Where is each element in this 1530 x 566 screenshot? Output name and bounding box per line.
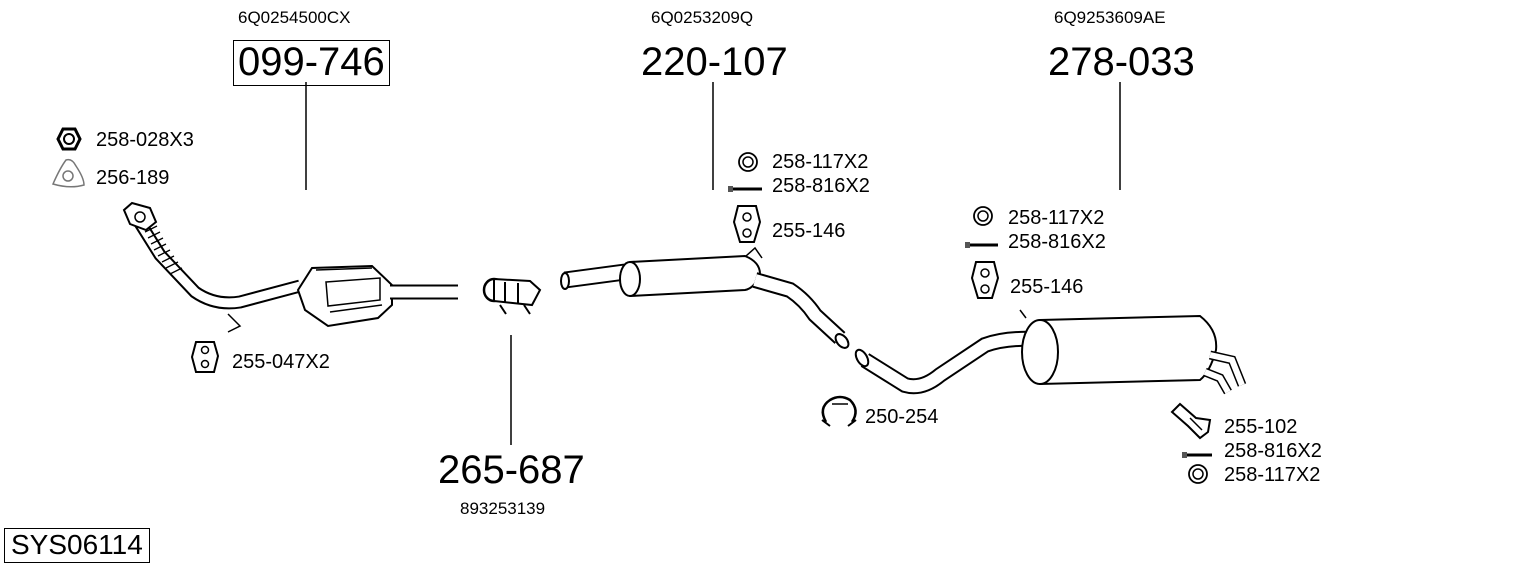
label-nut[interactable]: 258-028X3	[96, 129, 194, 151]
oem-number-220-107: 6Q0253209Q	[651, 8, 754, 27]
oem-number-265-687: 893253139	[460, 499, 546, 518]
label-bolt-mid[interactable]: 258-816X2	[772, 175, 870, 197]
label-hanger-rear[interactable]: 255-146	[1010, 276, 1084, 298]
ring-rear-icon	[973, 206, 993, 226]
pipe-connector-265-687	[482, 277, 542, 315]
label-hanger-mid[interactable]: 255-146	[772, 220, 846, 242]
bolt-tail-icon	[1182, 452, 1212, 458]
label-bracket-tail[interactable]: 255-102	[1224, 416, 1298, 438]
rubber-hanger-rear-icon	[970, 261, 1000, 299]
bolt-mid-icon	[728, 186, 762, 192]
rubber-hanger-front-icon	[190, 341, 220, 373]
part-number-220-107[interactable]: 220-107	[641, 40, 788, 84]
label-ring-tail[interactable]: 258-117X2	[1224, 464, 1321, 486]
part-number-099-746[interactable]: 099-746	[233, 40, 390, 86]
nut-icon	[56, 127, 82, 151]
system-code: SYS06114	[4, 528, 150, 563]
rear-muffler-278-033	[854, 309, 1247, 395]
gasket-icon	[51, 158, 85, 188]
rubber-hanger-mid-icon	[732, 205, 762, 243]
label-ring-mid[interactable]: 258-117X2	[772, 151, 869, 173]
ring-mid-icon	[738, 152, 758, 172]
bolt-rear-icon	[965, 242, 998, 248]
oem-number-278-033: 6Q9253609AE	[1054, 8, 1166, 27]
exhaust-clamp-icon	[821, 395, 857, 427]
label-clamp[interactable]: 250-254	[865, 406, 939, 428]
label-hanger-front[interactable]: 255-047X2	[232, 351, 330, 373]
part-number-265-687[interactable]: 265-687	[438, 448, 585, 492]
oem-number-099-746: 6Q0254500CX	[238, 8, 351, 27]
label-bolt-tail[interactable]: 258-816X2	[1224, 440, 1322, 462]
center-muffler-220-107	[560, 246, 850, 349]
part-number-278-033[interactable]: 278-033	[1048, 40, 1195, 84]
label-ring-rear[interactable]: 258-117X2	[1008, 207, 1105, 229]
label-bolt-rear[interactable]: 258-816X2	[1008, 231, 1106, 253]
tail-bracket-icon	[1170, 402, 1212, 440]
catalytic-converter-front-pipe	[122, 201, 458, 333]
label-gasket[interactable]: 256-189	[96, 167, 170, 189]
ring-tail-icon	[1188, 464, 1208, 484]
